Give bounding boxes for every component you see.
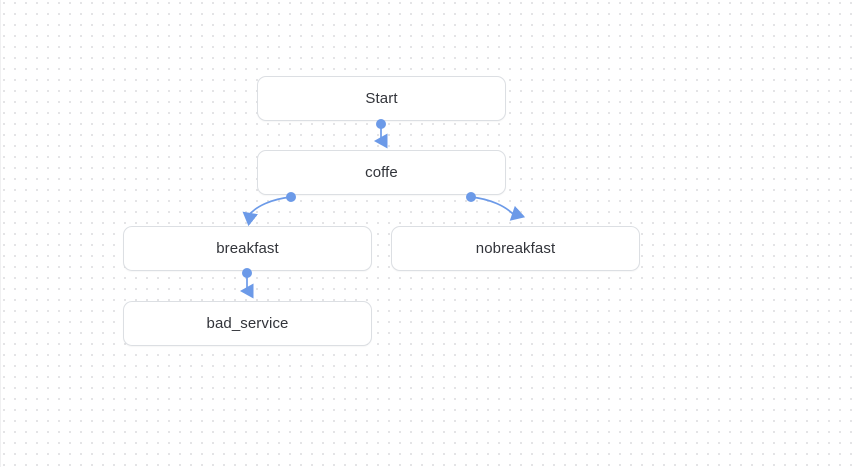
port-coffe-out-left[interactable]: [286, 192, 296, 202]
node-bad-service[interactable]: bad_service: [123, 301, 372, 346]
node-label: Start: [365, 90, 398, 107]
port-coffe-out-right[interactable]: [466, 192, 476, 202]
node-coffe[interactable]: coffe: [257, 150, 506, 195]
node-label: coffe: [365, 164, 398, 181]
node-label: breakfast: [216, 240, 279, 257]
node-label: nobreakfast: [475, 240, 556, 257]
edge-coffe-breakfast[interactable]: [242, 196, 292, 227]
edge-coffe-nobreakfast[interactable]: [470, 196, 526, 221]
port-breakfast-out[interactable]: [242, 268, 252, 278]
node-breakfast[interactable]: breakfast: [123, 226, 372, 271]
edge-path: [470, 196, 526, 221]
node-nobreakfast[interactable]: nobreakfast: [391, 226, 640, 271]
edge-path: [242, 196, 292, 227]
port-start-out[interactable]: [376, 119, 386, 129]
node-label: bad_service: [206, 315, 289, 332]
node-start[interactable]: Start: [257, 76, 506, 121]
